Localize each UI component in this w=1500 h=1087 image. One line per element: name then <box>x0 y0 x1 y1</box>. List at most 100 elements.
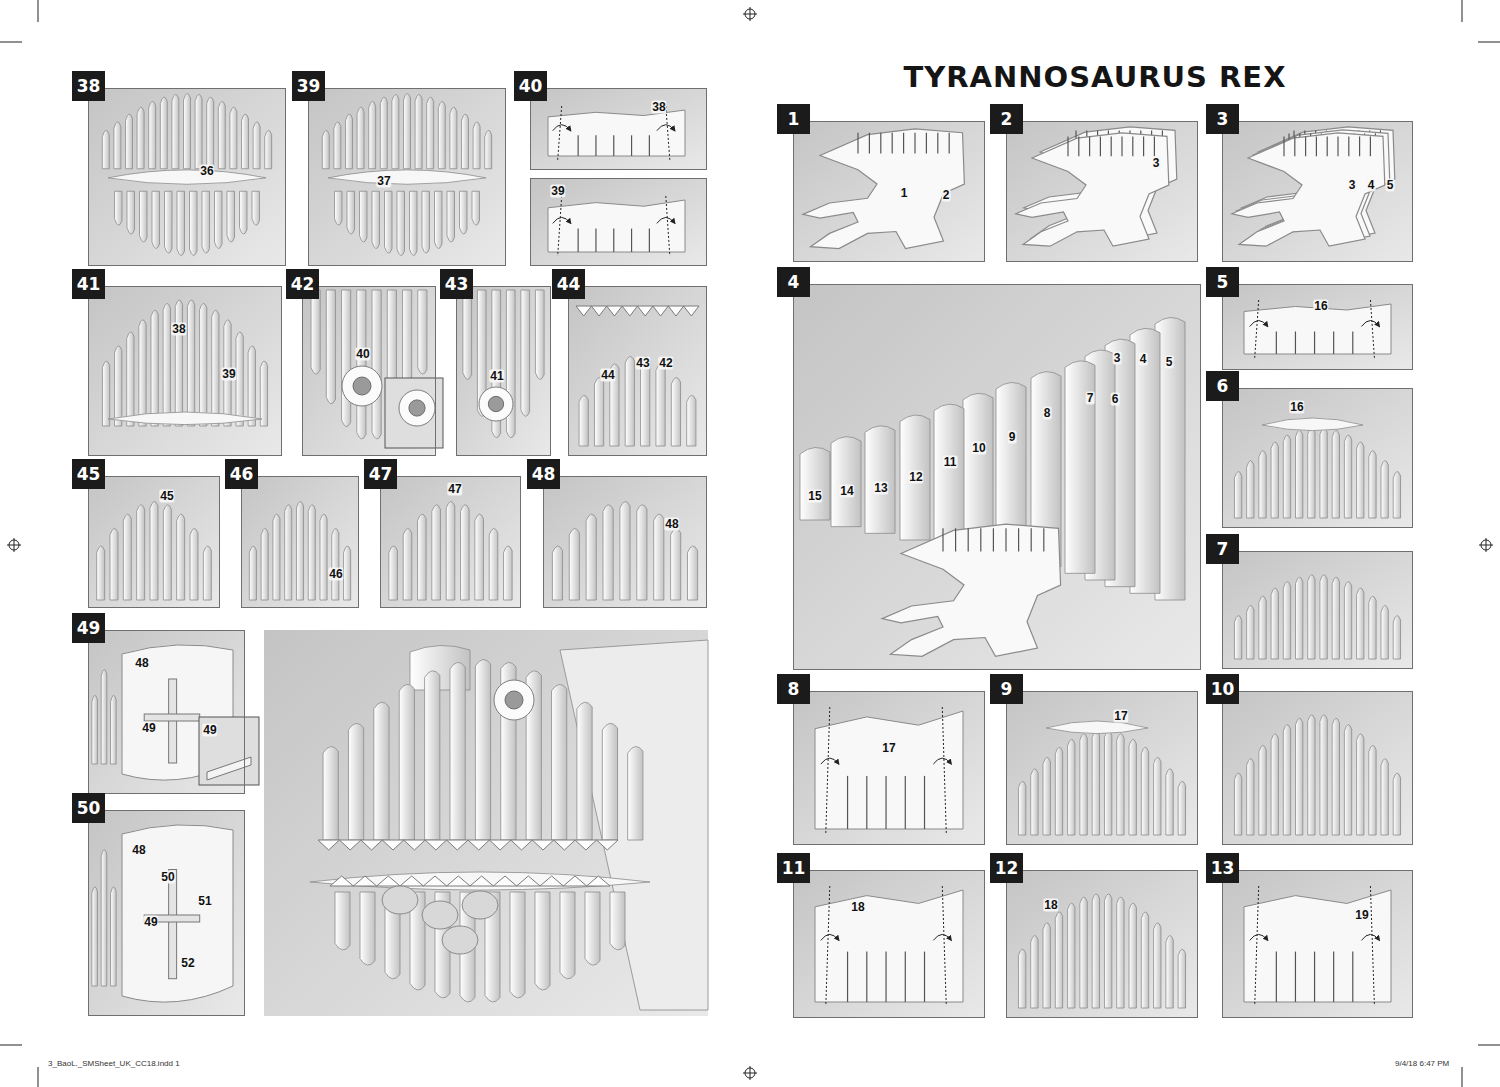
cardboard-rib <box>236 332 243 426</box>
fold-line <box>666 196 670 256</box>
cardboard-rib <box>418 514 427 600</box>
cardboard-rib <box>177 514 185 600</box>
registration-mark <box>743 7 757 21</box>
part-number: 50 <box>160 871 175 884</box>
part-number: 6 <box>1111 393 1120 406</box>
slot <box>857 133 858 154</box>
cardboard-rib <box>1141 747 1148 835</box>
teeth <box>330 876 610 886</box>
cardboard-rib <box>1166 935 1173 1008</box>
step-number: 10 <box>1206 674 1239 704</box>
cardboard-rib <box>460 191 468 234</box>
cardboard-rib <box>628 747 643 840</box>
part-number: 37 <box>376 175 391 188</box>
cardboard-rib <box>261 528 268 600</box>
cardboard-rib <box>900 415 930 540</box>
eye-ring <box>494 680 534 720</box>
slot <box>1327 136 1328 156</box>
fold-line <box>558 196 562 256</box>
cardboard-rib <box>177 191 185 255</box>
part-number: 17 <box>1113 710 1128 723</box>
cardboard-rib <box>357 290 366 439</box>
cardboard-rib <box>1104 731 1111 835</box>
cardboard-rib <box>385 191 393 253</box>
cardboard-rib <box>326 290 335 404</box>
cardboard-rib <box>485 130 492 168</box>
cardboard-rib <box>1344 435 1351 518</box>
slot <box>1333 332 1334 355</box>
part-number: 45 <box>159 490 174 503</box>
slot <box>1370 136 1371 156</box>
part-number: 9 <box>1008 431 1017 444</box>
fold-arrow <box>821 934 839 940</box>
cardboard-rib <box>654 514 664 600</box>
crop-mark <box>1478 1045 1500 1046</box>
cardboard-rib <box>187 300 194 426</box>
wall-plaque <box>560 640 708 1010</box>
step-panel: 43457689101112131415 <box>793 284 1201 670</box>
cardboard-rib <box>552 684 567 840</box>
cardboard-rib <box>461 505 470 600</box>
slot <box>1132 136 1133 156</box>
fold-line <box>942 707 946 833</box>
cardboard-rib <box>447 191 455 242</box>
cardboard-rib <box>473 122 480 169</box>
cardboard-rib <box>1117 897 1124 1008</box>
cardboard-rib <box>227 191 235 242</box>
cardboard-rib <box>1283 582 1290 659</box>
part-number: 40 <box>355 348 370 361</box>
part-number: 18 <box>850 901 865 914</box>
eye-hole <box>353 377 371 395</box>
cardboard-rib <box>1381 605 1388 659</box>
registration-mark <box>7 538 21 552</box>
step-number: 47 <box>364 459 397 489</box>
cardboard-rib <box>1320 575 1327 659</box>
cardboard-rib <box>152 191 160 248</box>
slot <box>1276 332 1277 355</box>
cardboard-rib <box>101 669 107 764</box>
cardboard-rib <box>1332 577 1339 659</box>
profile-outline <box>1232 133 1385 246</box>
cardboard-rib <box>1166 769 1173 835</box>
slot <box>1305 136 1306 156</box>
step-number: 2 <box>990 104 1023 134</box>
cardboard-rib <box>215 191 223 248</box>
panel-background <box>264 630 708 1016</box>
cardboard-rib <box>1259 451 1266 518</box>
cardboard-rib <box>403 528 412 600</box>
cardboard-rib <box>334 122 341 169</box>
cardboard-rib <box>432 505 441 600</box>
cardboard-rib <box>372 191 380 248</box>
cardboard-rib <box>1308 575 1315 659</box>
step-panel: 4646 <box>241 476 359 608</box>
cardboard-rib <box>1154 923 1161 1008</box>
cardboard-rib <box>380 97 387 169</box>
slot <box>924 776 925 829</box>
head-profile <box>882 524 1061 656</box>
part-number: 17 <box>881 742 896 755</box>
part-number: 7 <box>1086 392 1095 405</box>
head-profile <box>803 129 965 249</box>
cardboard-rib <box>265 130 272 168</box>
panel-background <box>88 476 220 608</box>
panel-background <box>793 870 985 1018</box>
cardboard-rib <box>1283 435 1290 518</box>
step-number: 39 <box>292 71 325 101</box>
step-panel: 817 <box>793 691 985 845</box>
cardboard-rib <box>320 514 327 600</box>
cardboard-rib <box>296 501 303 600</box>
panel-background <box>530 88 707 170</box>
cardboard-rib <box>335 892 350 950</box>
panel-background <box>1222 388 1413 528</box>
cardboard-rib <box>335 191 343 225</box>
slot <box>892 133 893 154</box>
cardboard-rib <box>1271 442 1278 518</box>
cardboard-rib <box>102 361 109 426</box>
part-number: 3 <box>1348 179 1357 192</box>
cardboard-rib <box>110 528 118 600</box>
cardboard-rib <box>620 501 630 600</box>
cardboard-rib <box>397 191 405 255</box>
hanger-piece <box>169 870 177 979</box>
slot <box>1018 528 1019 551</box>
